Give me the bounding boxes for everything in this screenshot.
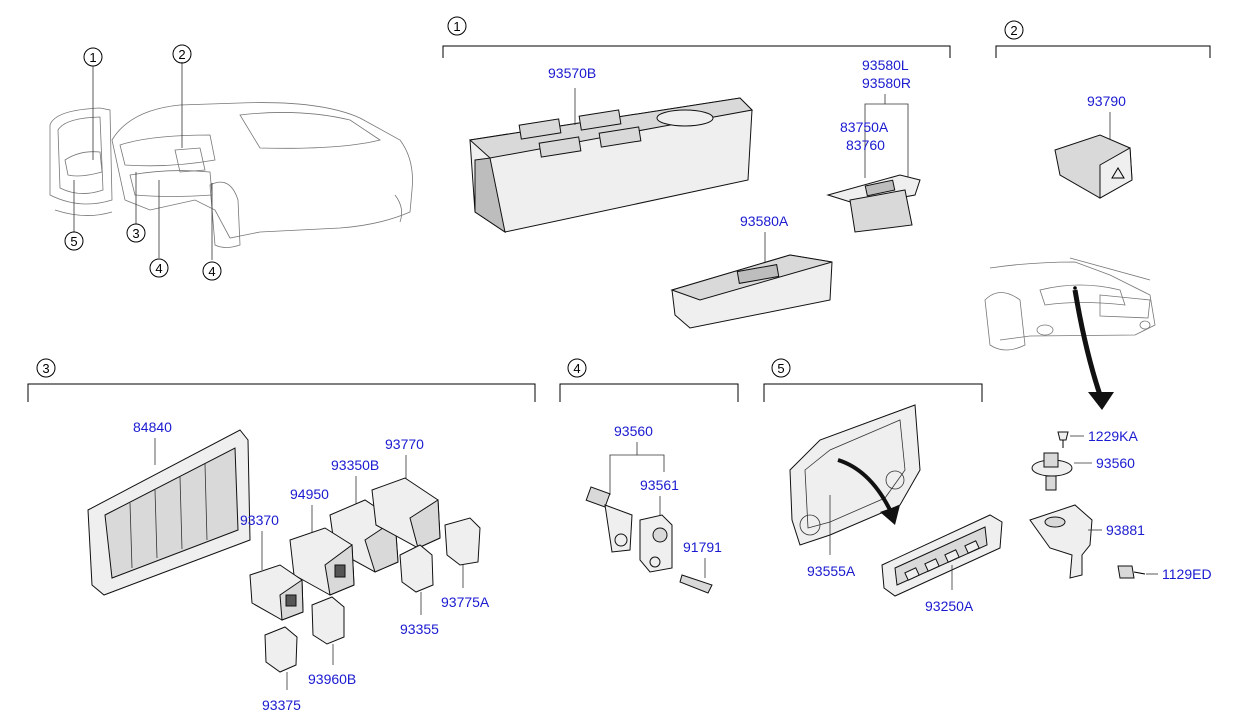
section-2-marker: 2: [1010, 23, 1017, 38]
label-93881: 93881: [1106, 522, 1145, 538]
car-interior-illustration: [49, 102, 413, 248]
label-93350B: 93350B: [331, 457, 379, 473]
callout-2: 2: [178, 47, 185, 62]
section-3: 3 84840 93350B 93770 94950 93370: [27, 358, 536, 713]
label-93355: 93355: [400, 621, 439, 637]
label-93580R: 93580R: [862, 75, 911, 91]
label-93580A: 93580A: [740, 213, 789, 229]
callout-4b: 4: [208, 264, 215, 279]
section-3-marker: 3: [42, 361, 49, 376]
label-91791: 91791: [683, 539, 722, 555]
label-93570B: 93570B: [548, 65, 596, 81]
section-1: 1 93570B 93580L 93580R 83750A 83760 9358…: [442, 16, 951, 329]
label-83750A: 83750A: [840, 119, 889, 135]
hood-switch-parts: 1229KA 93560 93881 1129ED: [1029, 428, 1212, 582]
section-4-marker: 4: [573, 361, 580, 376]
section-1-marker: 1: [453, 19, 460, 34]
label-93960B: 93960B: [308, 671, 356, 687]
label-93790: 93790: [1087, 93, 1126, 109]
label-93250A: 93250A: [925, 598, 974, 614]
section-4: 4 93560 93561 91791: [559, 358, 739, 594]
callout-3: 3: [132, 226, 139, 241]
label-93370: 93370: [240, 512, 279, 528]
label-1229KA: 1229KA: [1088, 428, 1138, 444]
label-83760: 83760: [846, 137, 885, 153]
car-callouts: 1 2 3 4 4 5: [64, 44, 222, 281]
label-93580L: 93580L: [862, 57, 909, 73]
label-93775A: 93775A: [441, 594, 490, 610]
label-93555A: 93555A: [807, 563, 856, 579]
label-94950: 94950: [290, 486, 329, 502]
label-93560-a: 93560: [614, 423, 653, 439]
label-93560-b: 93560: [1096, 455, 1135, 471]
section-2: 2 93790: [984, 20, 1211, 410]
label-93770: 93770: [385, 436, 424, 452]
label-84840: 84840: [133, 419, 172, 435]
section-5-marker: 5: [777, 361, 784, 376]
section-5: 5 93555A 93250A: [763, 358, 1003, 614]
callout-1: 1: [89, 50, 96, 65]
label-93561: 93561: [640, 477, 679, 493]
callout-4: 4: [155, 261, 162, 276]
callout-5: 5: [70, 234, 77, 249]
label-1129ED: 1129ED: [1162, 566, 1212, 582]
label-93375: 93375: [262, 697, 301, 713]
